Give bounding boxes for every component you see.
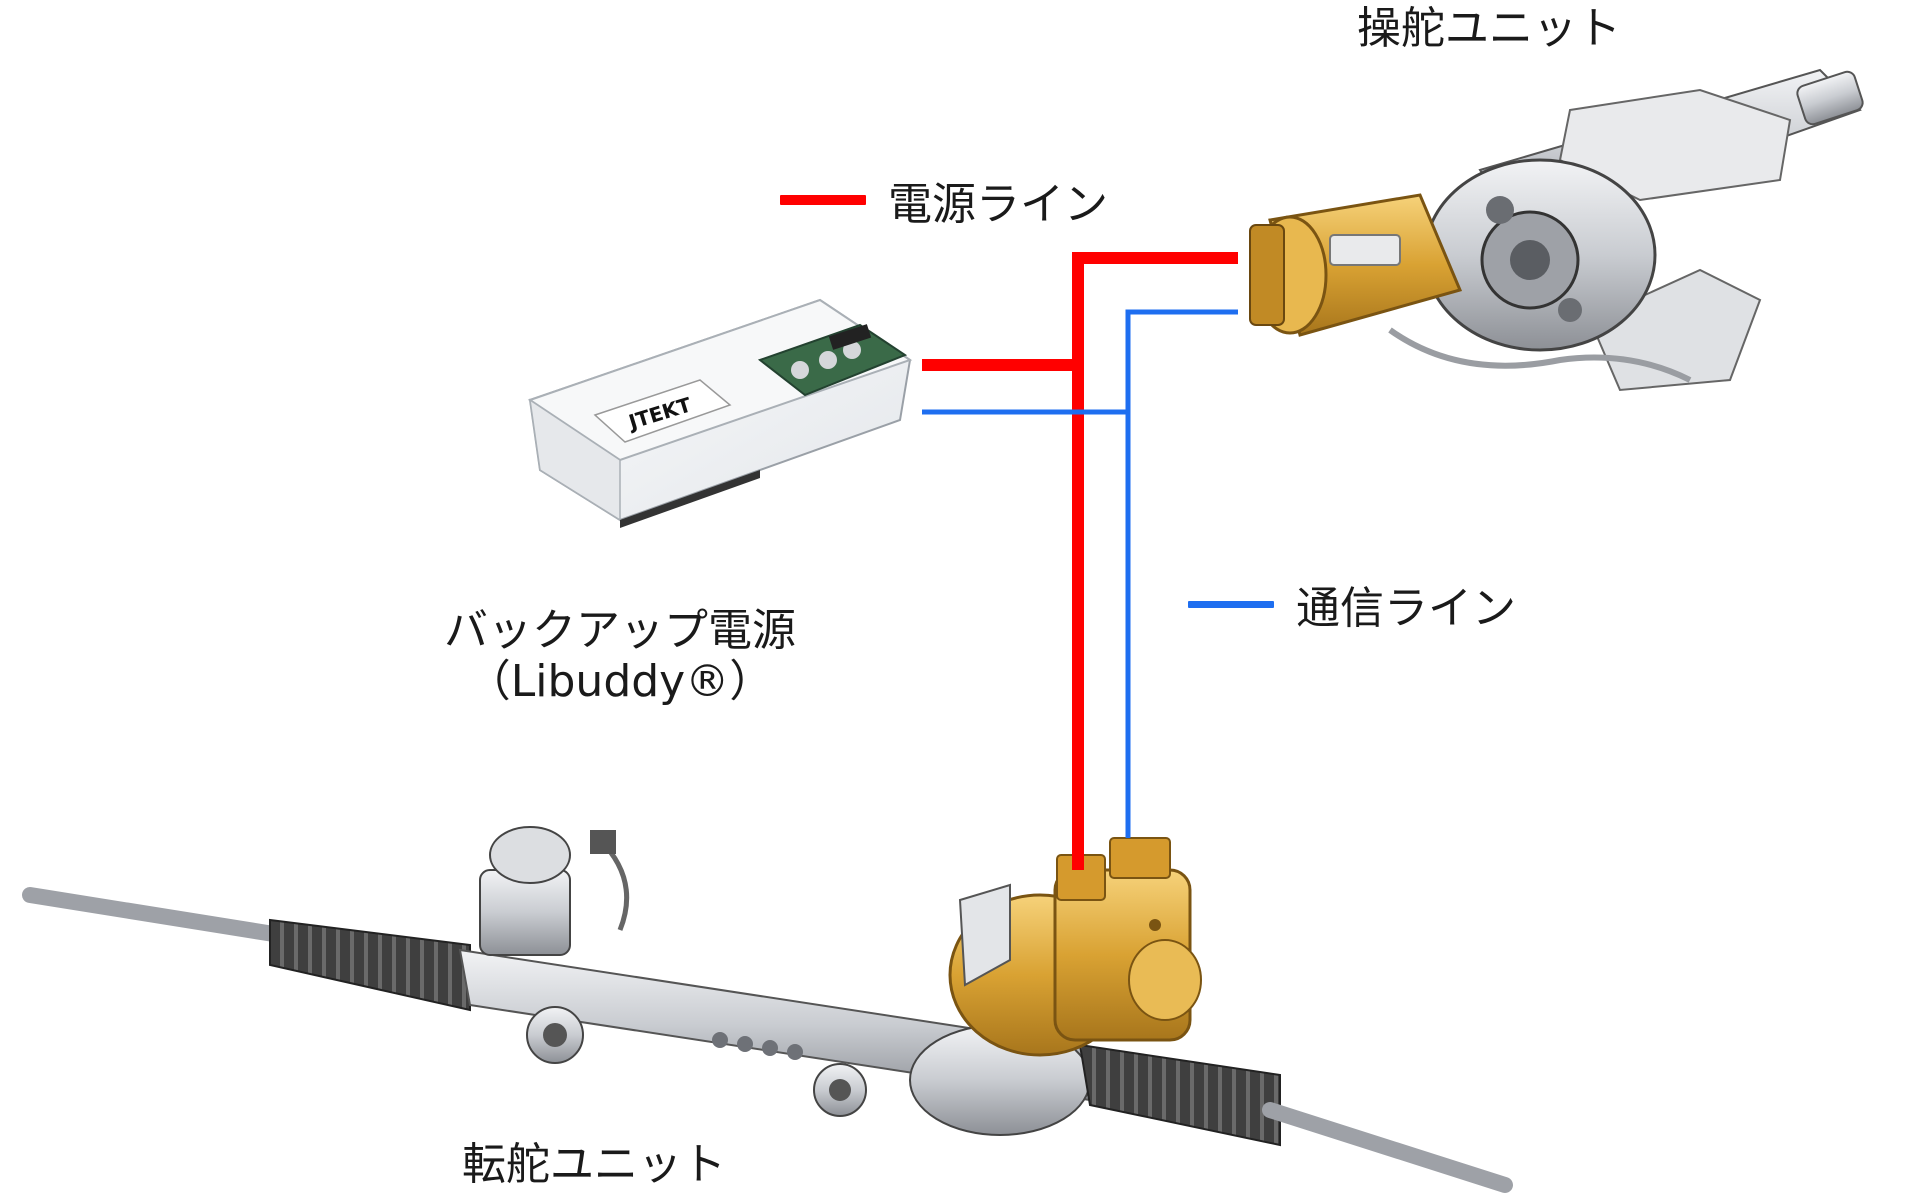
comm-line-wiring [922, 309, 1238, 838]
turning-unit-label: 転舵ユニット [462, 1139, 726, 1190]
legend-power-line: 電源ライン [780, 168, 1108, 232]
backup-power-label: バックアップ電源 （Libuddy®） [440, 605, 800, 707]
comm-line-swatch [1188, 600, 1274, 608]
legend-comm-line-label: 通信ライン [1296, 583, 1516, 634]
power-line-swatch [780, 195, 866, 205]
steering-unit-label: 操舵ユニット [1357, 3, 1621, 54]
turning-unit-illustration [22, 826, 1513, 1193]
backup-power-illustration [527, 298, 913, 528]
steering-unit-illustration [1249, 68, 1864, 392]
backup-power-label-line2: （Libuddy®） [466, 655, 774, 707]
power-line-wiring [922, 252, 1238, 870]
backup-power-label-line1: バックアップ電源 [444, 605, 796, 656]
legend-power-line-label: 電源ライン [888, 179, 1108, 230]
legend-comm-line: 通信ライン [1188, 572, 1516, 636]
